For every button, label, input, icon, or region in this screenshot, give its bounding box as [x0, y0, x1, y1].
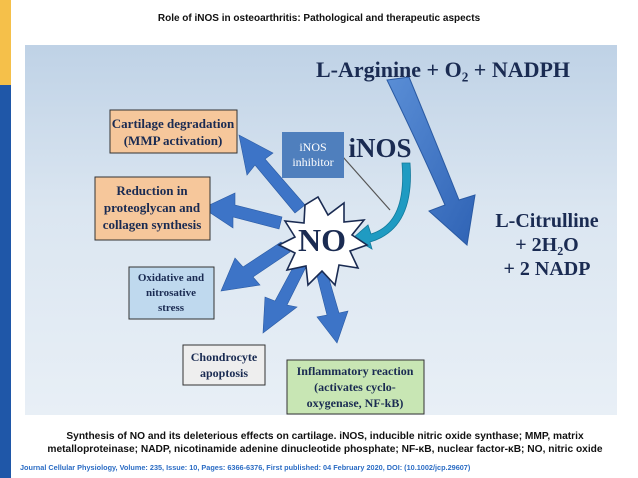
effect-cartilage-line2: (MMP activation): [124, 133, 223, 148]
no-starburst: [277, 195, 369, 287]
effect-inflammatory-line3: oxygenase, NF-kB): [307, 396, 404, 410]
sidebar-accent-bottom: [0, 85, 11, 478]
effect-oxidative-line2: nitrosative: [146, 287, 196, 299]
effect-box-apoptosis: [182, 344, 266, 386]
product-line2: + 2H₂O: [515, 234, 579, 256]
effect-apoptosis-line2: apoptosis: [200, 366, 248, 380]
inos-inhibitor-line1: iNOS: [299, 140, 326, 154]
product-line3: + 2 NADP: [504, 258, 591, 280]
inos-inhibitor-line2: inhibitor: [292, 155, 333, 169]
effect-box-cartilage: [109, 109, 238, 154]
effect-box-oxidative: [128, 266, 215, 320]
page-title: Role of iNOS in osteoarthritis: Patholog…: [157, 13, 481, 24]
diagram-figure: NO L-Arginine + O₂ + NADPH iNOS iNOS inh…: [25, 45, 617, 415]
arrow-to-oxidative: [220, 241, 291, 292]
effect-proteoglycan-line3: collagen synthesis: [103, 217, 202, 232]
effect-proteoglycan-line2: proteoglycan and: [104, 200, 201, 215]
effect-arrows: [202, 134, 349, 344]
inos-to-no-arrow: [352, 162, 411, 250]
reaction-arrow: [386, 76, 476, 246]
figure-caption: Synthesis of NO and its deleterious effe…: [47, 431, 603, 455]
effect-apoptosis-line1: Chondrocyte: [191, 350, 258, 364]
arrow-to-proteoglycan: [202, 192, 283, 230]
effect-oxidative-line1: Oxidative and: [138, 272, 204, 284]
effect-proteoglycan-line1: Reduction in: [116, 183, 188, 198]
product-line1: L-Citrulline: [495, 210, 598, 232]
citation-link[interactable]: Journal Cellular Physiology, Volume: 235…: [20, 463, 471, 472]
inhibitor-line: [342, 156, 391, 211]
effect-oxidative-line3: stress: [158, 302, 185, 314]
no-pathway-diagram: NO L-Arginine + O₂ + NADPH iNOS iNOS inh…: [94, 57, 599, 415]
no-label: NO: [298, 222, 346, 258]
inos-inhibitor-box: [282, 132, 344, 178]
effect-box-proteoglycan: [94, 176, 211, 241]
effect-inflammatory-line1: Inflammatory reaction: [297, 364, 414, 378]
effect-cartilage-line1: Cartilage degradation: [112, 116, 235, 131]
sidebar-accent-top: [0, 0, 11, 85]
effect-box-inflammatory: [286, 359, 425, 415]
effect-inflammatory-line2: (activates cyclo-: [314, 380, 396, 394]
arrow-to-cartilage: [238, 134, 306, 214]
substrates-label: L-Arginine + O₂ + NADPH: [316, 57, 570, 82]
inos-label: iNOS: [348, 133, 411, 163]
arrow-to-apoptosis: [262, 259, 308, 334]
